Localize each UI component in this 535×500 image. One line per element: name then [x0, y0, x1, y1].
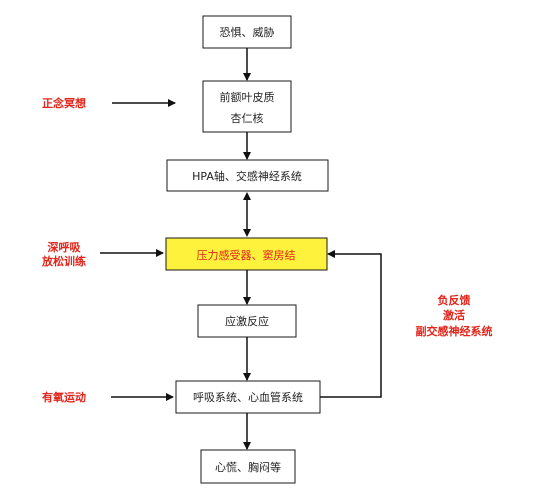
- node-stress-response: 应激反应: [197, 304, 297, 338]
- label-activate: 激活: [443, 308, 465, 322]
- node-symptoms-label: 心慌、胸闷等: [215, 460, 281, 474]
- label-deep-breath: 深呼吸: [48, 240, 82, 254]
- node-fear-label: 恐惧、威胁: [220, 25, 275, 39]
- arrow-up-to-hpa-head: [243, 192, 251, 200]
- label-negative-feedback: 负反馈: [438, 293, 471, 307]
- label-parasympathetic: 副交感神经系统: [416, 324, 493, 338]
- label-relax-training: 放松训练: [41, 254, 86, 268]
- node-respiratory-cardiovascular: 呼吸系统、心血管系统: [175, 380, 321, 414]
- arrow-down-to-baroreceptor-head: [243, 229, 251, 237]
- node-hpa-sympathetic: HPA轴、交感神经系统: [166, 159, 329, 192]
- node-baroreceptor-label: 压力感受器、窦房结: [197, 249, 296, 262]
- node-respiratory-label: 呼吸系统、心血管系统: [193, 390, 303, 404]
- node-stress-response-label: 应激反应: [225, 314, 269, 328]
- node-baroreceptor-sinoatrial: 压力感受器、窦房结: [165, 237, 328, 271]
- label-mindfulness: 正念冥想: [42, 96, 86, 110]
- node-prefrontal-amygdala: 前额叶皮质 杏仁核: [202, 80, 292, 133]
- node-prefrontal-label: 前额叶皮质: [220, 90, 275, 104]
- node-fear: 恐惧、威胁: [202, 15, 292, 49]
- feedback-loop-arrow: [320, 250, 382, 398]
- label-aerobic: 有氧运动: [42, 390, 86, 404]
- node-symptoms: 心慌、胸闷等: [200, 449, 296, 484]
- node-amygdala-label: 杏仁核: [231, 111, 264, 125]
- node-hpa-label: HPA轴、交感神经系统: [192, 169, 302, 183]
